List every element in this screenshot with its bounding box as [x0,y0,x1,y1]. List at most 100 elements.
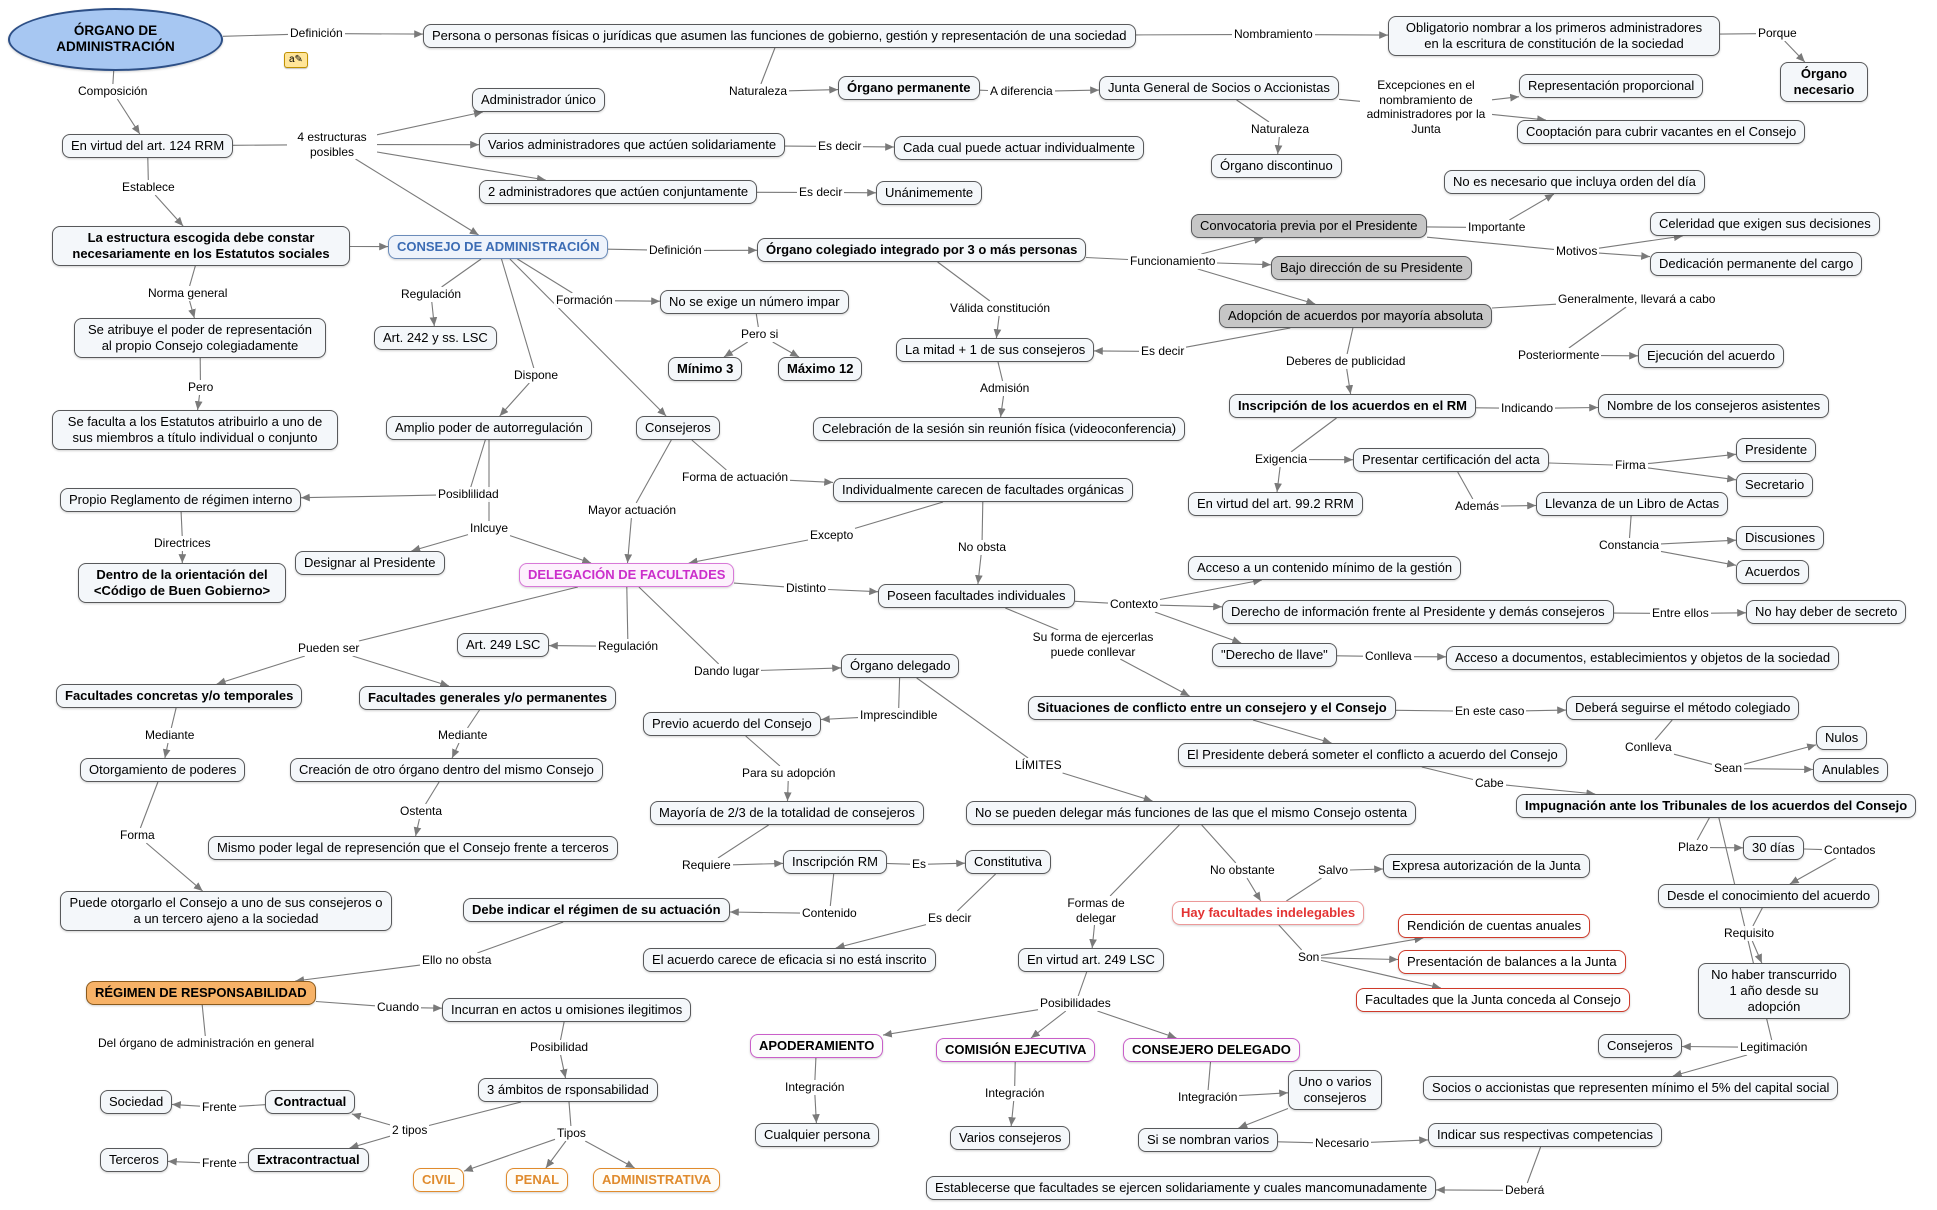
regimen-responsabilidad[interactable]: RÉGIMEN DE RESPONSABILIDAD [86,981,316,1005]
debe-indicar[interactable]: Debe indicar el régimen de su actuación [463,898,730,922]
derecho-llave[interactable]: "Derecho de llave" [1212,643,1337,667]
puede-otorgarlo[interactable]: Puede otorgarlo el Consejo a uno de sus … [60,891,392,931]
root[interactable]: ÓRGANO DE ADMINISTRACIÓN [8,8,223,71]
presentacion-balances[interactable]: Presentación de balances a la Junta [1398,950,1626,974]
sociedad[interactable]: Sociedad [100,1090,173,1114]
art992[interactable]: En virtud del art. 99.2 RRM [1188,492,1363,516]
designar-presidente[interactable]: Designar al Presidente [295,551,445,575]
comision-ejecutiva[interactable]: COMISIÓN EJECUTIVA [936,1038,1096,1062]
faculta-estatutos[interactable]: Se faculta a los Estatutos atribuirlo a … [52,410,338,450]
poseen-facultades[interactable]: Poseen facultades individuales [878,584,1075,608]
secretario-box[interactable]: Secretario [1736,473,1814,497]
varios-admin[interactable]: Varios administradores que actúen solida… [479,133,786,157]
delegacion-facultades[interactable]: DELEGACIÓN DE FACULTADES [519,563,735,587]
celebracion[interactable]: Celebración de la sesión sin reunión fís… [813,417,1186,441]
mismo-poder[interactable]: Mismo poder legal de represención que el… [208,836,618,860]
desde-conocimiento[interactable]: Desde el conocimiento del acuerdo [1658,884,1880,908]
no-orden-dia[interactable]: No es necesario que incluya orden del dí… [1444,170,1705,194]
previo-acuerdo[interactable]: Previo acuerdo del Consejo [643,712,821,736]
art249-2[interactable]: En virtud art. 249 LSC [1018,948,1164,972]
consejero-delegado[interactable]: CONSEJERO DELEGADO [1123,1038,1300,1062]
presidente-box[interactable]: Presidente [1736,438,1817,462]
def-box[interactable]: Persona o personas físicas o jurídicas q… [423,24,1136,48]
dias30[interactable]: 30 días [1743,836,1804,860]
no-impar[interactable]: No se exige un número impar [660,290,849,314]
terceros[interactable]: Terceros [100,1148,168,1172]
no-transcurrido[interactable]: No haber transcurrido 1 año desde su ado… [1698,963,1850,1019]
indicar-competencias[interactable]: Indicar sus respectivas competencias [1428,1123,1663,1147]
acuerdo-carece[interactable]: El acuerdo carece de eficacia si no está… [643,948,936,972]
bajo-direccion[interactable]: Bajo dirección de su Presidente [1271,256,1472,280]
codigo-buen-gobierno[interactable]: Dentro de la orientación del <Código de … [78,563,286,603]
facultades-concretas[interactable]: Facultades concretas y/o temporales [56,684,303,708]
minimo3[interactable]: Mínimo 3 [668,357,743,381]
organo-permanente[interactable]: Órgano permanente [838,76,980,100]
establecerse[interactable]: Establecerse que facultades se ejercen s… [926,1176,1437,1200]
reglamento-interno[interactable]: Propio Reglamento de régimen interno [60,488,302,512]
acuerdos-box[interactable]: Acuerdos [1736,560,1809,584]
consejo-admin[interactable]: CONSEJO DE ADMINISTRACIÓN [388,235,609,259]
acceso-contenido[interactable]: Acceso a un contenido mínimo de la gesti… [1188,556,1462,580]
uno-varios[interactable]: Uno o varios consejeros [1288,1070,1382,1110]
organo-colegiado[interactable]: Órgano colegiado integrado por 3 o más p… [757,238,1087,262]
rendicion-cuentas[interactable]: Rendición de cuentas anuales [1398,914,1591,938]
administrativa[interactable]: ADMINISTRATIVA [593,1168,721,1192]
discusiones[interactable]: Discusiones [1736,526,1825,550]
no-delegar-mas[interactable]: No se pueden delegar más funciones de la… [966,801,1417,825]
organo-necesario[interactable]: Órgano necesario [1780,62,1868,102]
si-nombran[interactable]: Si se nombran varios [1138,1128,1279,1152]
nombre-consejeros[interactable]: Nombre de los consejeros asistentes [1598,394,1830,418]
representacion-prop[interactable]: Representación proporcional [1519,74,1704,98]
extracontractual[interactable]: Extracontractual [248,1148,369,1172]
dedicacion[interactable]: Dedicación permanente del cargo [1650,252,1863,276]
derecho-informacion[interactable]: Derecho de información frente al Preside… [1222,600,1614,624]
admin-unico[interactable]: Administrador único [472,88,605,112]
apoderamiento[interactable]: APODERAMIENTO [750,1034,884,1058]
mayoria-23[interactable]: Mayoría de 2/3 de la totalidad de consej… [650,801,924,825]
civil[interactable]: CIVIL [413,1168,465,1192]
dos-admin[interactable]: 2 administradores que actúen conjuntamen… [479,180,758,204]
situaciones-conflicto[interactable]: Situaciones de conflicto entre un consej… [1028,696,1396,720]
cooptacion[interactable]: Cooptación para cubrir vacantes en el Co… [1517,120,1806,144]
penal[interactable]: PENAL [506,1168,569,1192]
obligatorio-box[interactable]: Obligatorio nombrar a los primeros admin… [1388,16,1720,56]
celeridad[interactable]: Celeridad que exigen sus decisiones [1650,212,1880,236]
no-deber-secreto[interactable]: No hay deber de secreto [1746,600,1907,624]
libro-actas[interactable]: Llevanza de un Libro de Actas [1536,492,1729,516]
junta-general[interactable]: Junta General de Socios o Accionistas [1099,76,1339,100]
socios-5pct[interactable]: Socios o accionistas que representen mín… [1423,1076,1839,1100]
otorgamiento-poderes[interactable]: Otorgamiento de poderes [80,758,246,782]
organo-delegado[interactable]: Órgano delegado [841,654,960,678]
consejeros2[interactable]: Consejeros [1598,1034,1682,1058]
individualmente[interactable]: Individualmente carecen de facultades or… [833,478,1133,502]
amplio-poder[interactable]: Amplio poder de autorregulación [386,416,592,440]
contractual[interactable]: Contractual [265,1090,356,1114]
varios-consejeros[interactable]: Varios consejeros [950,1126,1071,1150]
cualquier-persona[interactable]: Cualquier persona [755,1123,880,1147]
facultades-indelegables[interactable]: Hay facultades indelegables [1172,901,1365,925]
inscripcion-rm2[interactable]: Inscripción RM [783,850,887,874]
estructura-estatutos[interactable]: La estructura escogida debe constar nece… [52,226,350,266]
mitad-mas-uno[interactable]: La mitad + 1 de sus consejeros [896,338,1095,362]
ambitos3[interactable]: 3 ámbitos de rsponsabilidad [478,1078,658,1102]
maximo12[interactable]: Máximo 12 [778,357,863,381]
expresa-autorizacion[interactable]: Expresa autorización de la Junta [1383,854,1590,878]
certificacion-acta[interactable]: Presentar certificación del acta [1353,448,1549,472]
constitutiva[interactable]: Constitutiva [965,850,1051,874]
impugnacion[interactable]: Impugnación ante los Tribunales de los a… [1516,794,1917,818]
nulos[interactable]: Nulos [1816,726,1868,750]
convocatoria[interactable]: Convocatoria previa por el Presidente [1191,214,1427,238]
facultades-junta[interactable]: Facultades que la Junta conceda al Conse… [1356,988,1630,1012]
organo-discontinuo[interactable]: Órgano discontinuo [1211,154,1342,178]
presidente-someter[interactable]: El Presidente deberá someter el conflict… [1178,743,1567,767]
facultades-generales[interactable]: Facultades generales y/o permanentes [359,686,617,710]
acceso-documentos[interactable]: Acceso a documentos, establecimientos y … [1446,646,1840,670]
ejecucion-acuerdo[interactable]: Ejecución del acuerdo [1638,344,1784,368]
art242[interactable]: Art. 242 y ss. LSC [374,326,497,350]
metodo-colegiado[interactable]: Deberá seguirse el método colegiado [1566,696,1800,720]
consejeros-box[interactable]: Consejeros [636,416,720,440]
poder-representacion[interactable]: Se atribuye el poder de representación a… [74,318,326,358]
cada-cual[interactable]: Cada cual puede actuar individualmente [894,136,1144,160]
incurran[interactable]: Incurran en actos u omisiones ilegitimos [442,998,692,1022]
icon-annotation[interactable]: a✎ [284,52,308,69]
